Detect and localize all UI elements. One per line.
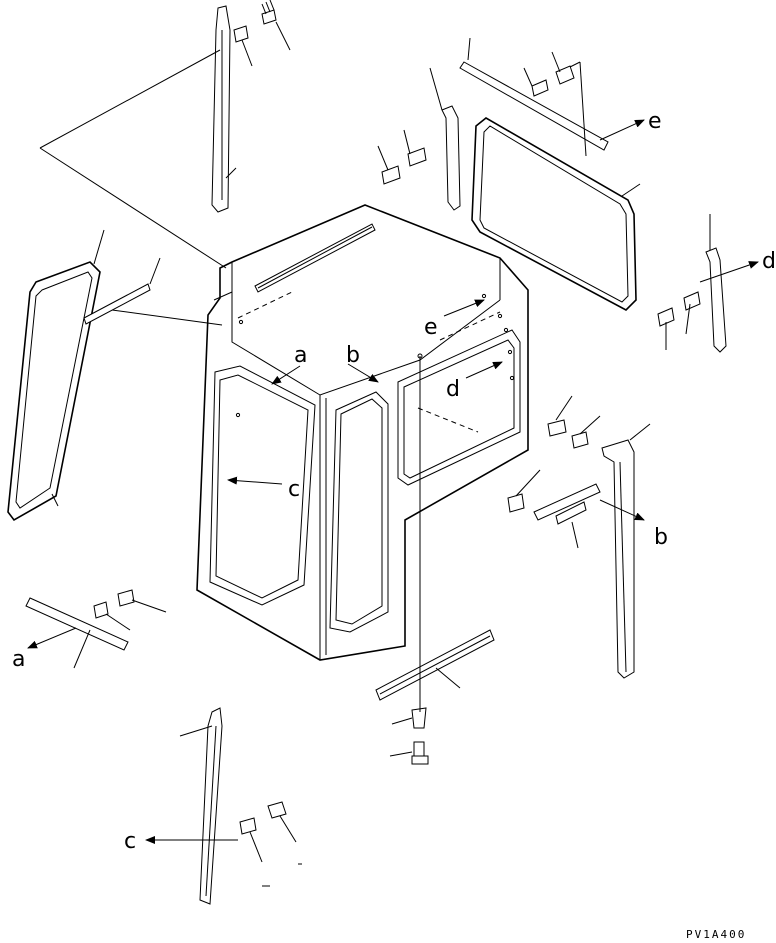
rear-pillar-strip (429, 67, 461, 211)
screw-top-left (261, 0, 291, 51)
right-lower-pillar (601, 423, 651, 679)
bottom-clip (391, 707, 427, 729)
callout-a-cab: a (294, 343, 307, 368)
callout-b-cab: b (346, 343, 360, 368)
callout-c-cab: c (288, 477, 300, 502)
arrow-e-cab (443, 299, 485, 317)
left-window-frame (7, 229, 105, 522)
callout-d-strip: d (762, 249, 776, 274)
left-lower-rail (25, 597, 129, 669)
upper-rail-bolts (523, 51, 575, 97)
arrow-e-rail (599, 119, 645, 141)
left-window-molding (83, 257, 223, 326)
right-lower-rail (533, 483, 601, 549)
right-pillar-bolts (657, 291, 701, 350)
callout-c-strip: c (124, 829, 136, 854)
arrow-d-cab (465, 361, 503, 379)
arrow-a-cab (271, 365, 301, 385)
drawing-code: PV1A400 (686, 928, 746, 941)
right-pillar-strip (705, 214, 727, 353)
arrow-b-cab (347, 363, 379, 383)
arrow-d-strip (699, 261, 759, 283)
left-lower-bolts (93, 589, 167, 631)
callout-e-cab: e (424, 315, 438, 340)
bottom-screw (389, 741, 429, 765)
rear-clip-bolts (377, 129, 427, 185)
arrow-a-rail (27, 627, 77, 649)
upper-rail (459, 37, 609, 157)
arrow-b-rail (599, 499, 645, 521)
clip-top-left (233, 25, 253, 67)
bottom-sill-rail (375, 629, 495, 701)
roof-molding-strip (254, 223, 376, 293)
bottom-left-clip (239, 817, 263, 863)
callout-d-cab: d (446, 377, 460, 402)
rear-window-frame (471, 117, 641, 311)
bottom-left-pillar-strip (179, 707, 223, 905)
callout-a-rail: a (12, 647, 25, 672)
right-lower-clips (507, 395, 601, 513)
callout-e-rail: e (648, 109, 662, 134)
bottom-left-screw (267, 801, 297, 843)
front-left-pillar-strip (211, 5, 237, 213)
cab-body (196, 204, 529, 661)
arrow-c-cab (227, 476, 283, 485)
callout-b-rail: b (654, 525, 668, 550)
